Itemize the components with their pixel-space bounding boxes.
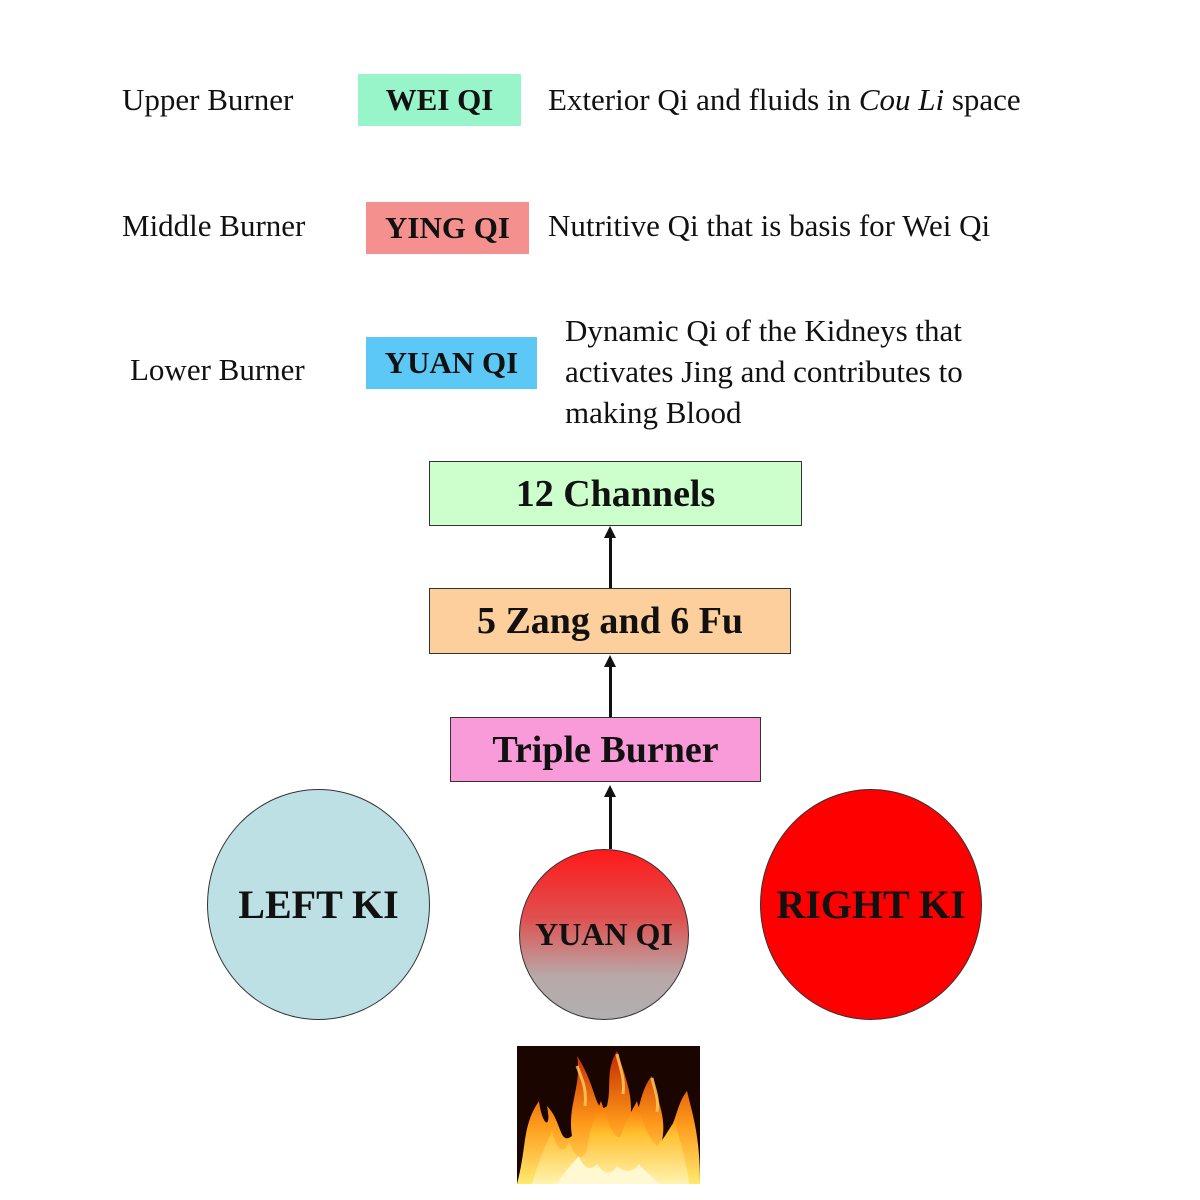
wei-qi-description-part3: space [944, 82, 1021, 117]
wei-qi-description: Exterior Qi and fluids in Cou Li space [548, 82, 1021, 118]
fire-icon [517, 1046, 700, 1184]
yuan-qi-description-line-2: activates Jing and contributes to [565, 351, 963, 392]
upper-burner-label: Upper Burner [122, 82, 293, 118]
cou-li-term: Cou Li [859, 82, 944, 117]
ying-qi-description: Nutritive Qi that is basis for Wei Qi [548, 208, 990, 244]
fire-svg [517, 1046, 700, 1184]
twelve-channels-box: 12 Channels [429, 461, 802, 526]
yuan-qi-description-line-1: Dynamic Qi of the Kidneys that [565, 310, 963, 351]
triple-burner-box: Triple Burner [450, 717, 761, 782]
lower-burner-label: Lower Burner [130, 352, 305, 388]
yuan-qi-description-line-3: making Blood [565, 392, 963, 433]
middle-burner-label: Middle Burner [122, 208, 305, 244]
yuan-qi-description: Dynamic Qi of the Kidneys that activates… [565, 310, 963, 433]
arrow-triple-burner-to-zangfu [609, 665, 612, 717]
right-kidney-circle: RIGHT KI [760, 789, 982, 1020]
wei-qi-tag: WEI QI [358, 74, 521, 126]
arrow-yuan-qi-to-triple-burner [609, 795, 612, 849]
yuan-qi-circle: YUAN QI [519, 849, 689, 1020]
yuan-qi-tag: YUAN QI [366, 337, 537, 389]
ying-qi-tag: YING QI [366, 202, 529, 254]
arrow-zangfu-to-channels [609, 536, 612, 588]
wei-qi-description-part1: Exterior Qi and fluids in [548, 82, 859, 117]
zang-fu-box: 5 Zang and 6 Fu [429, 588, 791, 654]
left-kidney-circle: LEFT KI [207, 789, 430, 1020]
